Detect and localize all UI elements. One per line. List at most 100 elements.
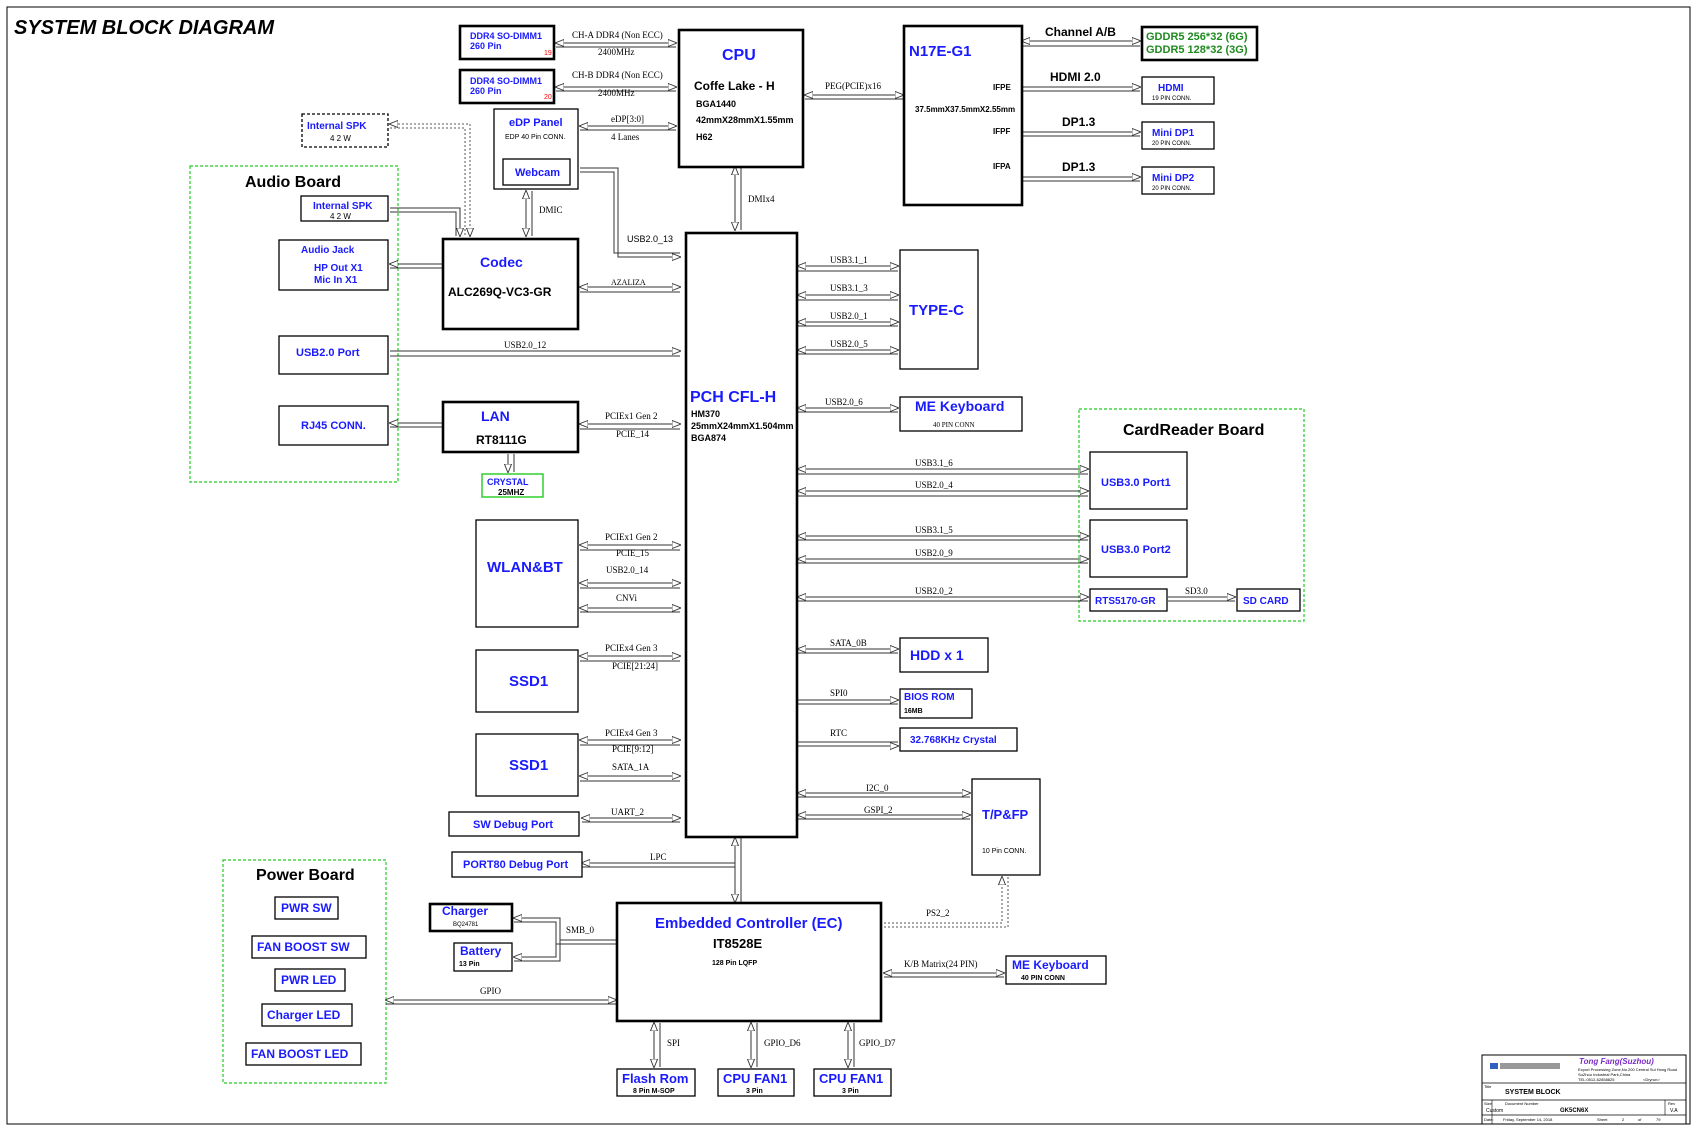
svg-text:37.5mmX37.5mmX2.55mm: 37.5mmX37.5mmX2.55mm (915, 105, 1015, 114)
bus-hdmi20: HDMI 2.0 (1050, 70, 1101, 84)
bus-pcie912: PCIE[9:12] (612, 744, 654, 754)
svg-text:GDDR5 256*32 (6G): GDDR5 256*32 (6G) (1146, 31, 1248, 43)
bus-i2c0: I2C_0 (866, 783, 889, 793)
svg-text:Flash Rom: Flash Rom (622, 1071, 688, 1086)
audio-jack-block: Audio Jack HP Out X1 Mic In X1 (278, 239, 389, 291)
svg-text:BGA1440: BGA1440 (696, 99, 736, 109)
svg-text:ME Keyboard: ME Keyboard (915, 398, 1004, 414)
svg-text:USB2.0 Port: USB2.0 Port (296, 347, 360, 359)
codec-block: Codec ALC269Q-VC3-GR (441, 237, 580, 331)
internal-spk-audio-block: Internal SPK 4 2 W (300, 195, 389, 222)
svg-text:3 Pin: 3 Pin (842, 1088, 859, 1095)
charger-led-block: Charger LED (261, 1003, 353, 1027)
svg-text:SW Debug Port: SW Debug Port (473, 819, 553, 831)
svg-text:BIOS ROM: BIOS ROM (904, 692, 955, 703)
svg-text:PWR LED: PWR LED (281, 973, 337, 987)
svg-text:DDR4 SO-DIMM1: DDR4 SO-DIMM1 (470, 76, 542, 86)
svg-text:25mmX24mmX1.504mm: 25mmX24mmX1.504mm (691, 421, 794, 431)
svg-text:40 PIN CONN: 40 PIN CONN (933, 421, 975, 429)
cpu-fan1-b-block: CPU FAN1 3 Pin (813, 1068, 892, 1097)
rts5170-block: RTS5170-GR (1089, 588, 1168, 612)
svg-text:79: 79 (1656, 1117, 1661, 1122)
svg-text:BQ24781: BQ24781 (453, 922, 479, 928)
power-board-group (222, 859, 387, 1084)
charger-block: Charger BQ24781 (428, 902, 514, 933)
svg-text:<Dryrun>: <Dryrun> (1643, 1077, 1660, 1082)
svg-text:260 Pin: 260 Pin (470, 86, 502, 96)
svg-text:19: 19 (544, 50, 552, 57)
bus-sd30: SD3.0 (1185, 586, 1208, 596)
svg-text:Sheet: Sheet (1597, 1117, 1608, 1122)
bus-cnvi: CNVi (616, 593, 637, 603)
svg-text:16MB: 16MB (904, 708, 923, 715)
svg-text:Audio Jack: Audio Jack (301, 245, 355, 256)
svg-text:of: of (1638, 1117, 1642, 1122)
gddr-block: GDDR5 256*32 (6G) GDDR5 128*32 (3G) (1140, 25, 1259, 62)
svg-text:SYSTEM BLOCK: SYSTEM BLOCK (1505, 1089, 1561, 1096)
bus-usb20-5: USB2.0_5 (830, 339, 868, 349)
svg-text:PWR SW: PWR SW (281, 901, 332, 915)
svg-text:TYPE-C: TYPE-C (909, 302, 964, 319)
svg-text:ALC269Q-VC3-GR: ALC269Q-VC3-GR (448, 285, 552, 299)
cardreader-board-group (1078, 408, 1305, 622)
minidp2-block: Mini DP2 20 PIN CONN. (1141, 166, 1215, 195)
bus-pcie15: PCIE_15 (616, 548, 650, 558)
bus-labels: CH-A DDR4 (Non ECC) 2400MHz CH-B DDR4 (N… (480, 25, 1208, 1048)
bus-gpiod6: GPIO_D6 (764, 1038, 801, 1048)
bus-usb31-5: USB3.1_5 (915, 525, 953, 535)
svg-text:20 PIN CONN.: 20 PIN CONN. (1152, 186, 1192, 192)
svg-text:RJ45 CONN.: RJ45 CONN. (301, 420, 366, 432)
svg-text:Mic In X1: Mic In X1 (314, 275, 358, 286)
svg-text:CPU FAN1: CPU FAN1 (723, 1071, 787, 1086)
svg-text:8 Pin M-SOP: 8 Pin M-SOP (633, 1088, 675, 1095)
svg-text:Embedded Controller (EC): Embedded Controller (EC) (655, 915, 843, 932)
bus-usb31-3: USB3.1_3 (830, 283, 868, 293)
audio-board-label: Audio Board (245, 174, 341, 191)
bus-spi: SPI (667, 1038, 680, 1048)
svg-text:Document Number: Document Number (1505, 1101, 1539, 1106)
bus-dmix4: DMIx4 (748, 194, 775, 204)
bus-dmic: DMIC (539, 205, 563, 215)
svg-text:20: 20 (544, 94, 552, 101)
usb30-port2-block: USB3.0 Port2 (1089, 519, 1188, 578)
svg-text:IFPF: IFPF (993, 127, 1010, 136)
svg-text:Export Processing Zone,No.200: Export Processing Zone,No.200 Central Su… (1578, 1067, 1677, 1072)
cardreader-board-label: CardReader Board (1123, 422, 1264, 439)
bus-dp13-a: DP1.3 (1062, 115, 1096, 129)
title-block: Tong Fang(Suzhou) Export Processing Zone… (1481, 1054, 1687, 1125)
connections (386, 41, 1235, 1067)
typec-block: TYPE-C (899, 249, 979, 370)
flash-rom-block: Flash Rom 8 Pin M-SOP (616, 1068, 696, 1097)
pwr-led-block: PWR LED (274, 968, 346, 992)
bus-pcie2124: PCIE[21:24] (612, 661, 658, 671)
bus-cha: CH-A DDR4 (Non ECC) (572, 30, 663, 40)
bus-pciex1-wlan: PCIEx1 Gen 2 (605, 532, 658, 542)
svg-text:Date:: Date: (1484, 1117, 1494, 1122)
bus-pcie14: PCIE_14 (616, 429, 650, 439)
svg-text:4 2 W: 4 2 W (330, 134, 351, 143)
tpfp-block: T/P&FP 10 Pin CONN. (971, 778, 1041, 876)
bus-edp: eDP[3:0] (611, 114, 644, 124)
svg-text:IFPA: IFPA (993, 162, 1011, 171)
fan-boost-sw-block: FAN BOOST SW (251, 935, 367, 959)
svg-text:SD CARD: SD CARD (1243, 596, 1289, 607)
svg-text:H62: H62 (696, 132, 713, 142)
port80-block: PORT80 Debug Port (451, 851, 583, 878)
svg-text:ME Keyboard: ME Keyboard (1012, 958, 1089, 972)
svg-text:Internal SPK: Internal SPK (307, 121, 367, 132)
svg-text:13 Pin: 13 Pin (459, 961, 480, 968)
svg-text:260 Pin: 260 Pin (470, 41, 502, 51)
me-keyboard-top-block: ME Keyboard 40 PIN CONN (899, 396, 1023, 432)
dimm2-block: DDR4 SO-DIMM1 260 Pin 20 (458, 68, 556, 105)
bus-sata0b: SATA_0B (830, 638, 867, 648)
bus-mhz-a: 2400MHz (598, 47, 635, 57)
bus-usb20-4: USB2.0_4 (915, 480, 953, 490)
page-border (6, 6, 1691, 1125)
internal-spk-top-block: Internal SPK 4 2 W (301, 113, 389, 148)
svg-text:CRYSTAL: CRYSTAL (487, 477, 529, 487)
svg-text:Mini DP2: Mini DP2 (1152, 173, 1195, 184)
svg-text:V.A: V.A (1670, 1108, 1678, 1114)
company-logo-icon (1490, 1063, 1498, 1069)
svg-text:10 Pin CONN.: 10 Pin CONN. (982, 848, 1026, 855)
